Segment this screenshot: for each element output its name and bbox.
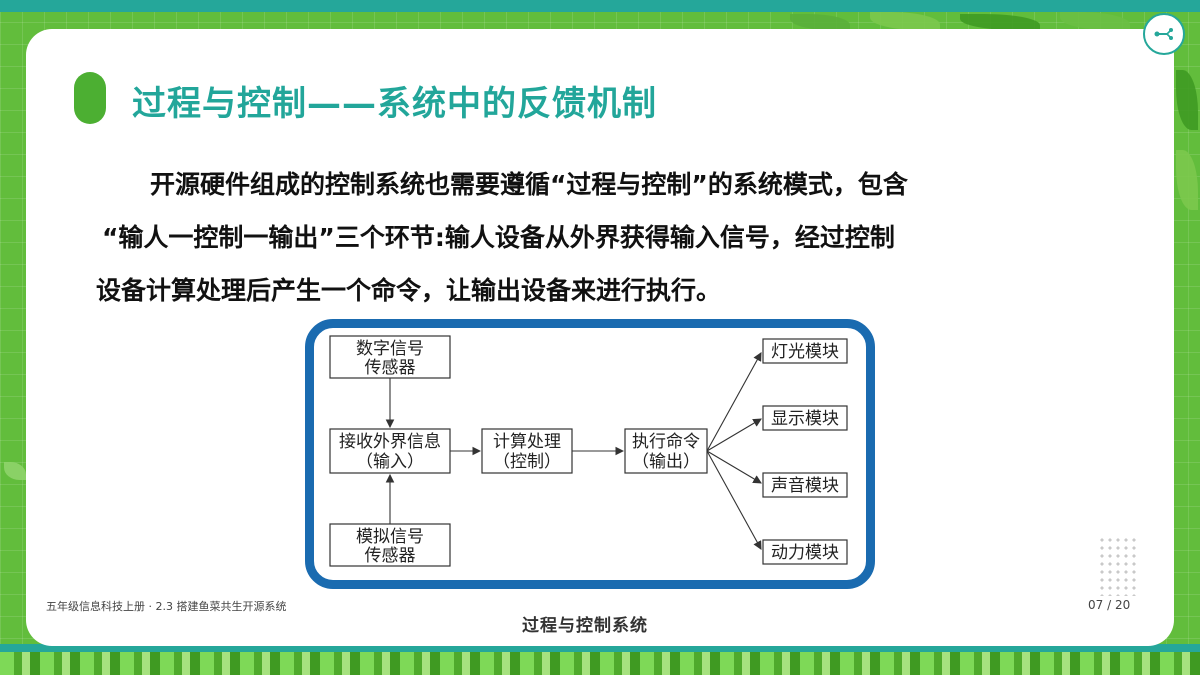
svg-text:模拟信号: 模拟信号 — [356, 527, 424, 547]
top-bar — [0, 0, 1200, 12]
node-power-module: 动力模块 — [762, 539, 848, 565]
bottom-stripes — [0, 652, 1200, 675]
svg-text:（输入）: （输入） — [356, 452, 424, 472]
share-icon — [1154, 28, 1173, 40]
node-analog-sensor: 模拟信号 传感器 — [329, 523, 451, 567]
title-accent-pill — [74, 72, 106, 124]
svg-text:接收外界信息: 接收外界信息 — [339, 432, 441, 452]
node-compute: 计算处理 （控制） — [481, 428, 573, 474]
node-sound-module: 声音模块 — [762, 472, 848, 498]
svg-text:传感器: 传感器 — [365, 546, 416, 566]
svg-text:显示模块: 显示模块 — [771, 409, 839, 429]
decorative-leaf — [4, 462, 26, 480]
arrow-execute-to-sound — [706, 450, 762, 484]
decorative-dot-grid — [1098, 536, 1138, 596]
decorative-leaf — [790, 14, 850, 30]
svg-text:（输出）: （输出） — [632, 452, 700, 472]
node-light-module: 灯光模块 — [762, 338, 848, 364]
arrow-execute-to-light — [706, 352, 762, 452]
body-paragraph: 开源硬件组成的控制系统也需要遵循“过程与控制”的系统模式，包含 “输人一控制一输… — [96, 158, 1096, 317]
footer-course-label: 五年级信息科技上册 · 2.3 搭建鱼菜共生开源系统 — [46, 600, 287, 613]
bottom-strip — [0, 644, 1200, 652]
decorative-leaf — [1060, 12, 1130, 30]
svg-text:灯光模块: 灯光模块 — [771, 342, 839, 362]
decorative-leaf — [1176, 70, 1198, 130]
page-number: 07 / 20 — [1088, 598, 1131, 612]
paragraph-line: 设备计算处理后产生一个命令，让输出设备来进行执行。 — [96, 276, 722, 305]
paragraph-line: “输人一控制一输出”三个环节:输人设备从外界获得输入信号，经过控制 — [102, 223, 895, 252]
svg-text:动力模块: 动力模块 — [771, 543, 839, 563]
decorative-leaf — [870, 12, 940, 30]
svg-text:（控制）: （控制） — [493, 452, 561, 472]
decorative-leaf — [1176, 150, 1198, 210]
svg-text:数字信号: 数字信号 — [356, 339, 424, 359]
node-digital-sensor: 数字信号 传感器 — [329, 335, 451, 379]
svg-text:传感器: 传感器 — [365, 358, 416, 378]
diagram-caption: 过程与控制系统 — [522, 616, 648, 636]
svg-text:声音模块: 声音模块 — [771, 476, 839, 496]
slide-title: 过程与控制——系统中的反馈机制 — [132, 84, 657, 124]
node-execute: 执行命令 （输出） — [624, 428, 708, 474]
decorative-leaf — [960, 14, 1040, 30]
arrow-execute-to-display — [706, 418, 762, 452]
svg-text:计算处理: 计算处理 — [493, 432, 561, 452]
node-display-module: 显示模块 — [762, 405, 848, 431]
svg-text:执行命令: 执行命令 — [632, 432, 700, 452]
paragraph-line: 开源硬件组成的控制系统也需要遵循“过程与控制”的系统模式，包含 — [150, 170, 908, 199]
node-receive-input: 接收外界信息 （输入） — [329, 428, 451, 474]
process-control-diagram: 数字信号 传感器 接收外界信息 （输入） 模拟信号 传感器 计算处理 （控制） … — [329, 335, 848, 567]
arrow-execute-to-power — [706, 450, 762, 550]
nav-button[interactable] — [1143, 13, 1185, 55]
